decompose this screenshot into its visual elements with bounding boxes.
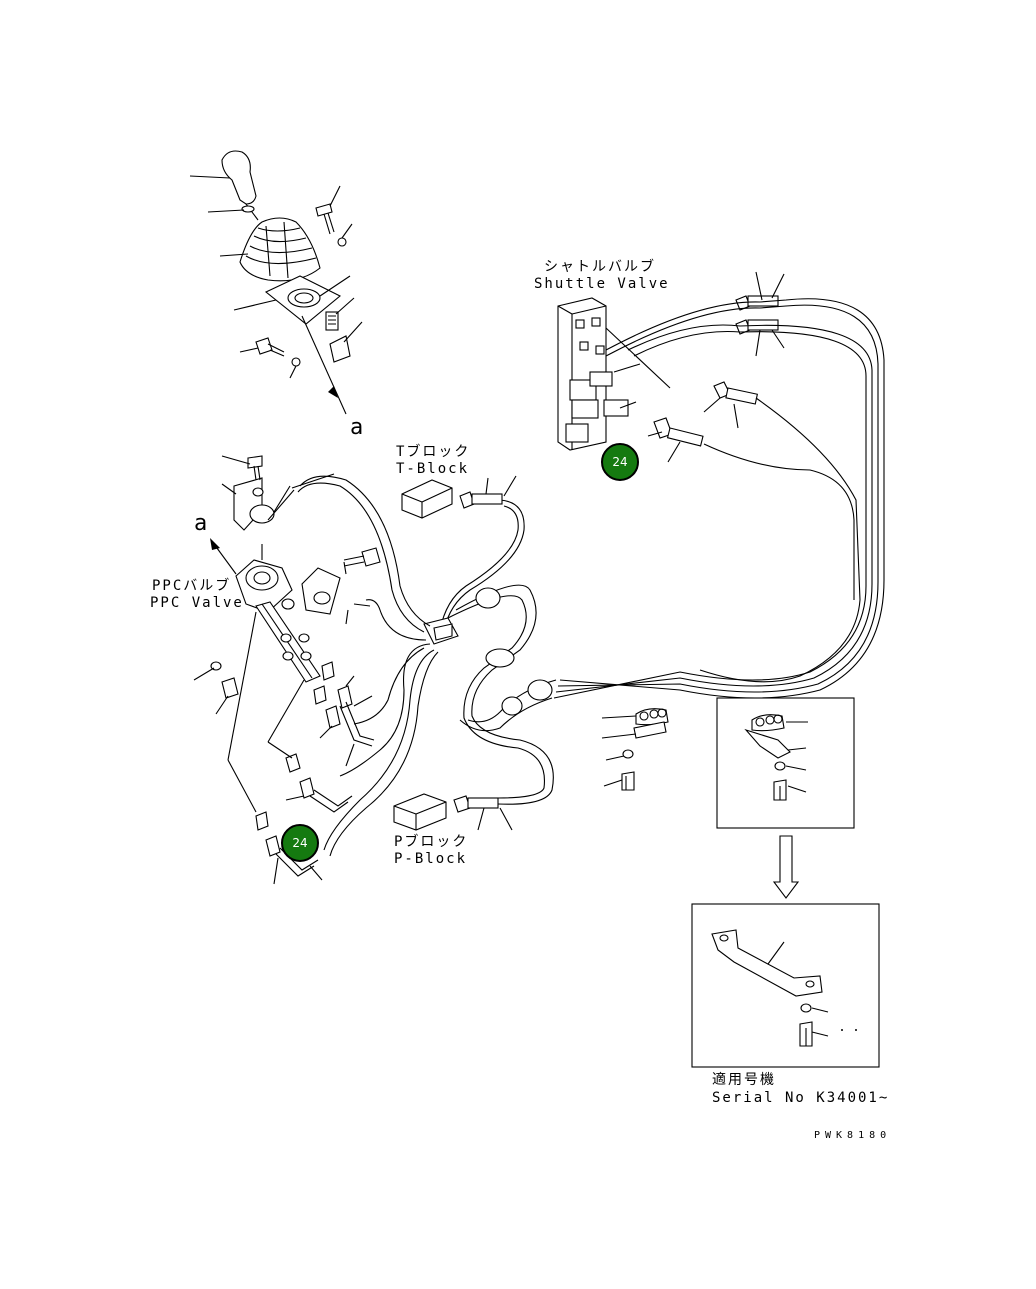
detail-box-clamp <box>716 697 855 829</box>
detail-box-bracket <box>691 903 880 1068</box>
serial-jp-label: 適用号機 <box>712 1072 776 1088</box>
t-block <box>401 475 517 519</box>
drawing-code: PWK8180 <box>814 1130 892 1141</box>
shuttle-valve-jp-label: シャトルバルブ <box>544 259 656 275</box>
p-block-jp-label: Pブロック <box>394 834 469 850</box>
callout-badge-24-shuttle[interactable]: 24 <box>601 443 639 481</box>
p-block <box>393 793 513 831</box>
t-block-en-label: T-Block <box>396 461 470 477</box>
ppc-valve-jp-label: PPCバルブ <box>152 578 232 594</box>
lever-assembly <box>189 150 363 415</box>
ppc-valve <box>193 455 381 885</box>
hoses <box>297 298 885 857</box>
clamp-parts <box>601 708 669 791</box>
view-a-label-top: a <box>350 415 364 440</box>
down-arrow <box>772 835 800 899</box>
shuttle-valve-en-label: Shuttle Valve <box>534 276 670 292</box>
callout-badge-24-ppc[interactable]: 24 <box>281 824 319 862</box>
t-block-jp-label: Tブロック <box>396 444 471 460</box>
p-block-en-label: P-Block <box>394 851 468 867</box>
ppc-valve-en-label: PPC Valve <box>150 595 244 611</box>
serial-en-label: Serial No K34001~ <box>712 1090 890 1106</box>
view-a-label-left: a <box>194 511 208 536</box>
shuttle-fittings <box>647 271 785 463</box>
shuttle-valve <box>557 297 671 451</box>
